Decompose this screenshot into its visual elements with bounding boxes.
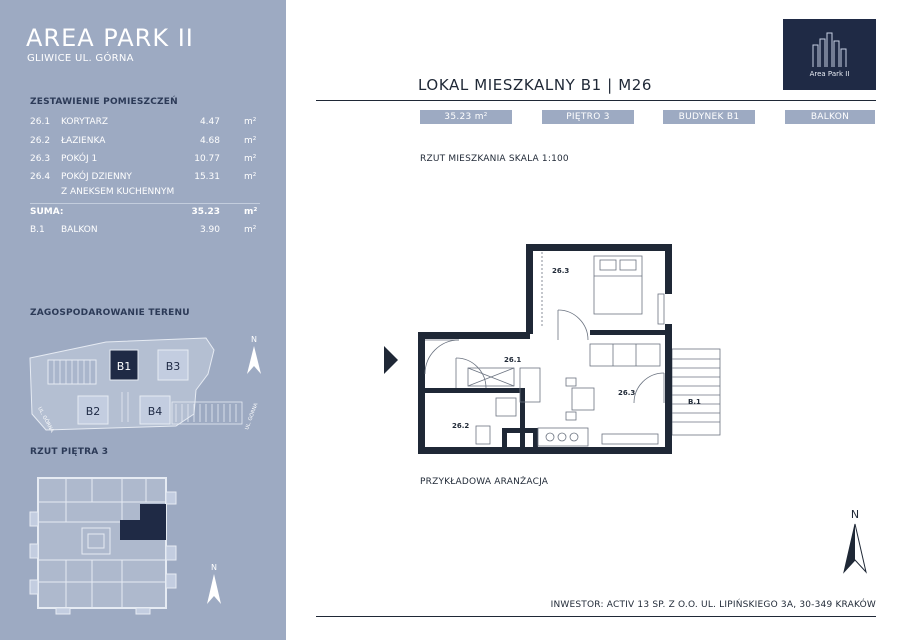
table-divider bbox=[30, 203, 260, 204]
room-label-26-1: 26.1 bbox=[504, 356, 521, 364]
brand-logo: Area Park II bbox=[783, 19, 876, 90]
sum-label: SUMA: bbox=[30, 207, 64, 217]
room-row: 26.3 POKÓJ 1 10.77 m² bbox=[30, 154, 260, 169]
room-area: 15.31 bbox=[194, 172, 220, 182]
room-label-26-3-living: 26.3 bbox=[618, 389, 635, 397]
apartment-floor-plan: 26.3 26.1 26.3 26.2 B.1 bbox=[384, 244, 721, 454]
room-name: KORYTARZ bbox=[61, 117, 109, 127]
footer-rule bbox=[316, 616, 876, 617]
feature-tag: BALKON bbox=[785, 110, 875, 124]
room-number: 26.3 bbox=[30, 154, 51, 164]
header-rule bbox=[316, 100, 876, 101]
room-unit: m² bbox=[244, 117, 257, 127]
room-unit: m² bbox=[244, 136, 257, 146]
project-name: AREA PARK II bbox=[26, 24, 194, 52]
room-name-line2: Z ANEKSEM KUCHENNYM bbox=[61, 187, 175, 197]
room-label-26-2: 26.2 bbox=[452, 422, 469, 430]
room-unit: m² bbox=[244, 154, 257, 164]
building-label-b4: B4 bbox=[148, 405, 163, 418]
room-area: 10.77 bbox=[194, 154, 220, 164]
north-label: N bbox=[851, 508, 859, 521]
balcony-area: 3.90 bbox=[199, 225, 220, 235]
building-label-b3: B3 bbox=[166, 360, 181, 373]
room-label-26-3-bedroom: 26.3 bbox=[552, 267, 569, 275]
mini-north-label: N bbox=[211, 563, 217, 572]
room-label-b1: B.1 bbox=[688, 398, 701, 406]
rooms-table-heading: ZESTAWIENIE POMIESZCZEŃ bbox=[30, 97, 178, 107]
room-number: 26.4 bbox=[30, 172, 51, 182]
site-plan-heading: ZAGOSPODAROWANIE TERENU bbox=[30, 308, 190, 318]
floor-plan-mini-map: N bbox=[29, 477, 221, 615]
balcony-number: B.1 bbox=[30, 225, 45, 235]
entrance-arrow-icon bbox=[384, 346, 398, 374]
investor-info: INWESTOR: ACTIV 13 SP. Z O.O. UL. LIPIŃS… bbox=[550, 600, 876, 610]
project-address: GLIWICE UL. GÓRNA bbox=[27, 53, 134, 64]
floor-plan-heading: RZUT PIĘTRA 3 bbox=[30, 447, 109, 457]
unit-title: LOKAL MIESZKALNY B1 | M26 bbox=[418, 76, 653, 94]
balcony-name: BALKON bbox=[61, 225, 98, 235]
room-area: 4.68 bbox=[199, 136, 220, 146]
sum-row: SUMA: 35.23 m² bbox=[30, 207, 260, 222]
sidebar-panel: AREA PARK II GLIWICE UL. GÓRNA ZESTAWIEN… bbox=[0, 0, 286, 640]
area-tag: 35.23 m² bbox=[420, 110, 512, 124]
north-arrow-icon bbox=[247, 346, 261, 374]
north-arrow-icon bbox=[207, 574, 221, 604]
skyline-logo-icon bbox=[812, 32, 847, 67]
room-number: 26.2 bbox=[30, 136, 51, 146]
room-area: 4.47 bbox=[199, 117, 220, 127]
sum-area: 35.23 bbox=[191, 207, 220, 217]
balcony-unit: m² bbox=[244, 225, 257, 235]
balcony-row: B.1 BALKON 3.90 m² bbox=[30, 225, 260, 240]
room-unit: m² bbox=[244, 172, 257, 182]
street-label-right: UL. GÓRNA bbox=[243, 401, 259, 430]
balcony bbox=[671, 348, 721, 436]
site-plan-map: B1 B3 B2 B4 UL. GÓRNA UL. GÓRNA N bbox=[29, 335, 261, 434]
building-label-b2: B2 bbox=[86, 405, 101, 418]
floor-tag: PIĘTRO 3 bbox=[542, 110, 634, 124]
room-name: POKÓJ DZIENNY bbox=[61, 172, 132, 182]
sum-unit: m² bbox=[244, 207, 258, 217]
building-tag: BUDYNEK B1 bbox=[663, 110, 755, 124]
arrangement-caption: PRZYKŁADOWA ARANŻACJA bbox=[420, 477, 549, 487]
room-name: ŁAZIENKA bbox=[61, 136, 106, 146]
room-row: 26.1 KORYTARZ 4.47 m² bbox=[30, 117, 260, 132]
room-number: 26.1 bbox=[30, 117, 51, 127]
site-north-label: N bbox=[251, 335, 257, 344]
room-name: POKÓJ 1 bbox=[61, 154, 98, 164]
north-compass: N bbox=[843, 508, 867, 574]
plan-caption: RZUT MIESZKANIA SKALA 1:100 bbox=[420, 154, 569, 164]
room-row: 26.2 ŁAZIENKA 4.68 m² bbox=[30, 136, 260, 151]
building-label-b1: B1 bbox=[117, 360, 132, 373]
room-row-continued: Z ANEKSEM KUCHENNYM bbox=[30, 187, 260, 202]
logo-text: Area Park II bbox=[809, 70, 850, 78]
room-row: 26.4 POKÓJ DZIENNY 15.31 m² bbox=[30, 172, 260, 187]
